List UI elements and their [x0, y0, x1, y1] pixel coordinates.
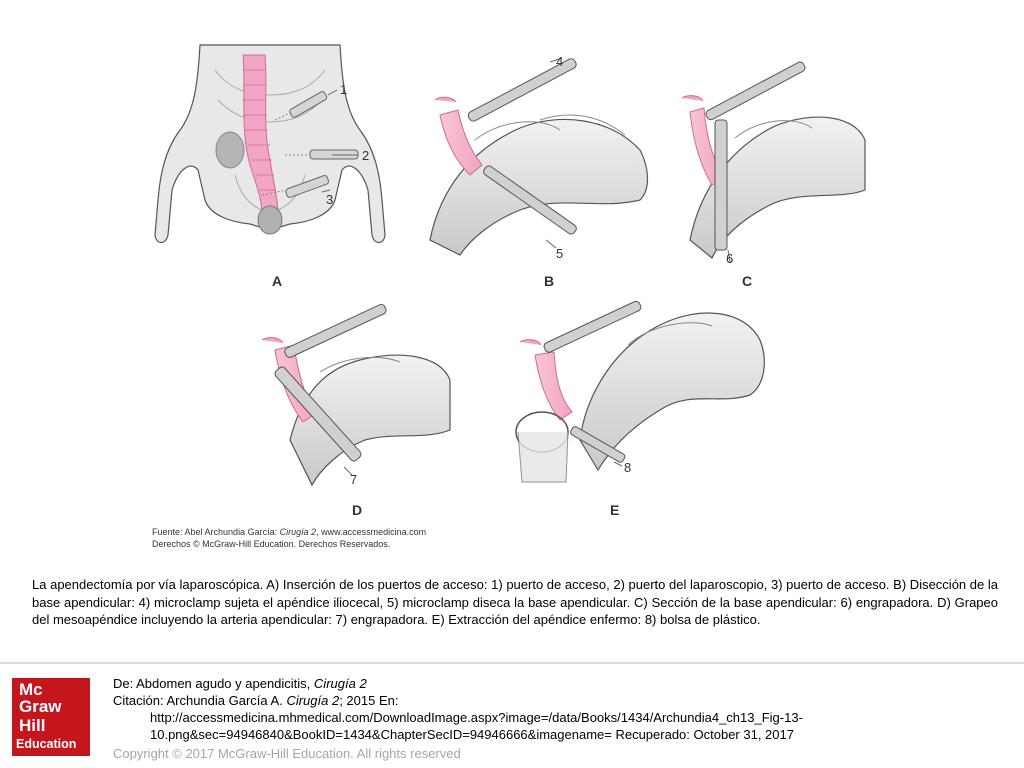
- figure-caption: La apendectomía por vía laparoscópica. A…: [32, 577, 998, 627]
- citation-url-line-2[interactable]: 10.png&sec=94946840&BookID=1434&ChapterS…: [150, 727, 794, 742]
- appendectomy-illustration: 1 2 3 A 4 5 B 6 C: [152, 44, 866, 549]
- citation-line: Citación: Archundia García A. Cirugía 2;…: [113, 693, 399, 708]
- panel-e-extraction: [515, 300, 765, 483]
- citation-url-line-1[interactable]: http://accessmedicina.mhmedical.com/Down…: [150, 710, 803, 725]
- source-citation: De: Abdomen agudo y apendicitis, Cirugía…: [113, 675, 803, 743]
- callout-7: 7: [350, 472, 357, 487]
- callout-2: 2: [362, 148, 369, 163]
- panel-d-clipping: [261, 303, 451, 487]
- callout-1: 1: [340, 82, 347, 97]
- logo-line-1: Mc: [19, 680, 43, 699]
- callout-8: 8: [624, 460, 631, 475]
- panel-b-dissection: [429, 57, 649, 256]
- figure-credit-line-2: Derechos © McGraw-Hill Education. Derech…: [152, 539, 390, 549]
- logo-line-4: Education: [16, 737, 77, 751]
- logo-line-3: Hill: [19, 716, 46, 735]
- source-from-line: De: Abdomen agudo y apendicitis, Cirugía…: [113, 676, 367, 691]
- panel-label-a: A: [272, 273, 282, 289]
- panel-label-c: C: [742, 273, 752, 289]
- panel-label-e: E: [610, 502, 619, 518]
- panel-label-d: D: [352, 502, 362, 518]
- callout-4: 4: [556, 54, 563, 69]
- callout-3: 3: [326, 192, 333, 207]
- panel-c-section: [681, 61, 866, 263]
- callout-6: 6: [726, 251, 733, 266]
- mcgraw-hill-logo: Mc Graw Hill Education: [12, 678, 90, 756]
- panel-label-b: B: [544, 273, 554, 289]
- figure-credit-line-1: Fuente: Abel Archundia García: Cirugía 2…: [152, 527, 426, 537]
- copyright-notice: Copyright © 2017 McGraw-Hill Education. …: [113, 746, 461, 761]
- panel-a-torso: [154, 44, 386, 244]
- callout-5: 5: [556, 246, 563, 261]
- logo-line-2: Graw: [19, 697, 62, 716]
- divider: [0, 662, 1024, 664]
